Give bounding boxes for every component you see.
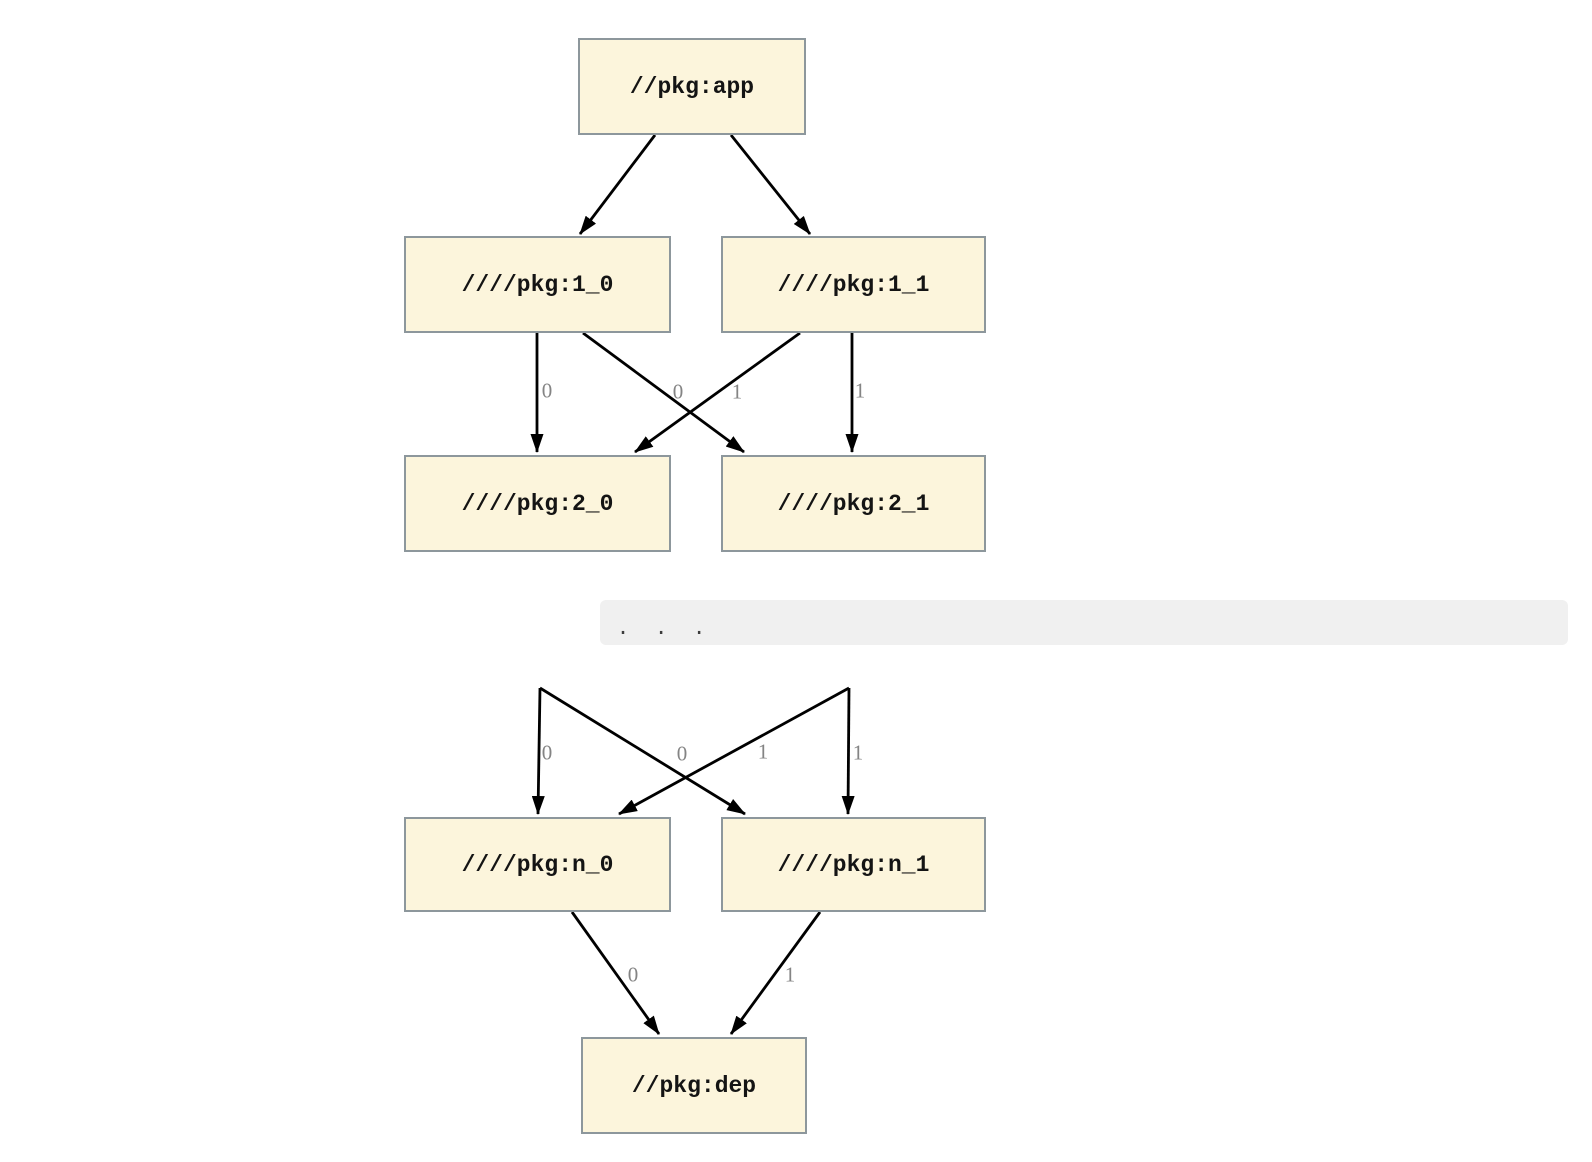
graph-edge-n_1-to-dep — [729, 911, 822, 1035]
edge-label-ellipsis-to-n_1: 1 — [852, 740, 864, 765]
graph-edge-app-to-1_0 — [578, 134, 657, 235]
edge-label-ellipsis-to-n_1: 1 — [757, 739, 769, 764]
graph-node-2_1: ////pkg:2_1 — [721, 455, 986, 552]
graph-edge-ellipsis-to-n_1 — [841, 687, 855, 815]
graph-edge-1_0-to-2_1 — [582, 331, 745, 454]
edge-label-1_0-to-2_0: 0 — [541, 378, 553, 403]
ellipsis-text: . . . — [617, 614, 713, 639]
edge-label-n_0-to-dep: 0 — [627, 962, 639, 987]
graph-edge-app-to-1_1 — [729, 134, 812, 235]
edge-label-1_1-to-2_1: 1 — [854, 378, 866, 403]
graph-edge-ellipsis-to-n_1 — [539, 686, 746, 816]
graph-edge-1_1-to-2_0 — [634, 331, 801, 454]
graph-edge-ellipsis-to-n_0 — [618, 686, 850, 816]
graph-node-2_0: ////pkg:2_0 — [404, 455, 671, 552]
edge-label-1_0-to-2_1: 1 — [731, 379, 743, 404]
graph-node-n_0: ////pkg:n_0 — [404, 817, 671, 912]
edge-label-n_1-to-dep: 1 — [784, 962, 796, 987]
graph-edge-n_0-to-dep — [570, 911, 661, 1035]
graph-node-n_1: ////pkg:n_1 — [721, 817, 986, 912]
graph-node-dep: //pkg:dep — [581, 1037, 807, 1134]
graph-node-1_1: ////pkg:1_1 — [721, 236, 986, 333]
ellipsis-band: . . . — [600, 600, 1568, 645]
edge-label-ellipsis-to-n_0: 0 — [676, 741, 688, 766]
graph-node-1_0: ////pkg:1_0 — [404, 236, 671, 333]
edge-label-1_1-to-2_0: 0 — [672, 379, 684, 404]
edge-label-ellipsis-to-n_0: 0 — [541, 740, 553, 765]
graph-node-app: //pkg:app — [578, 38, 806, 135]
graph-edge-ellipsis-to-n_0 — [531, 687, 545, 815]
